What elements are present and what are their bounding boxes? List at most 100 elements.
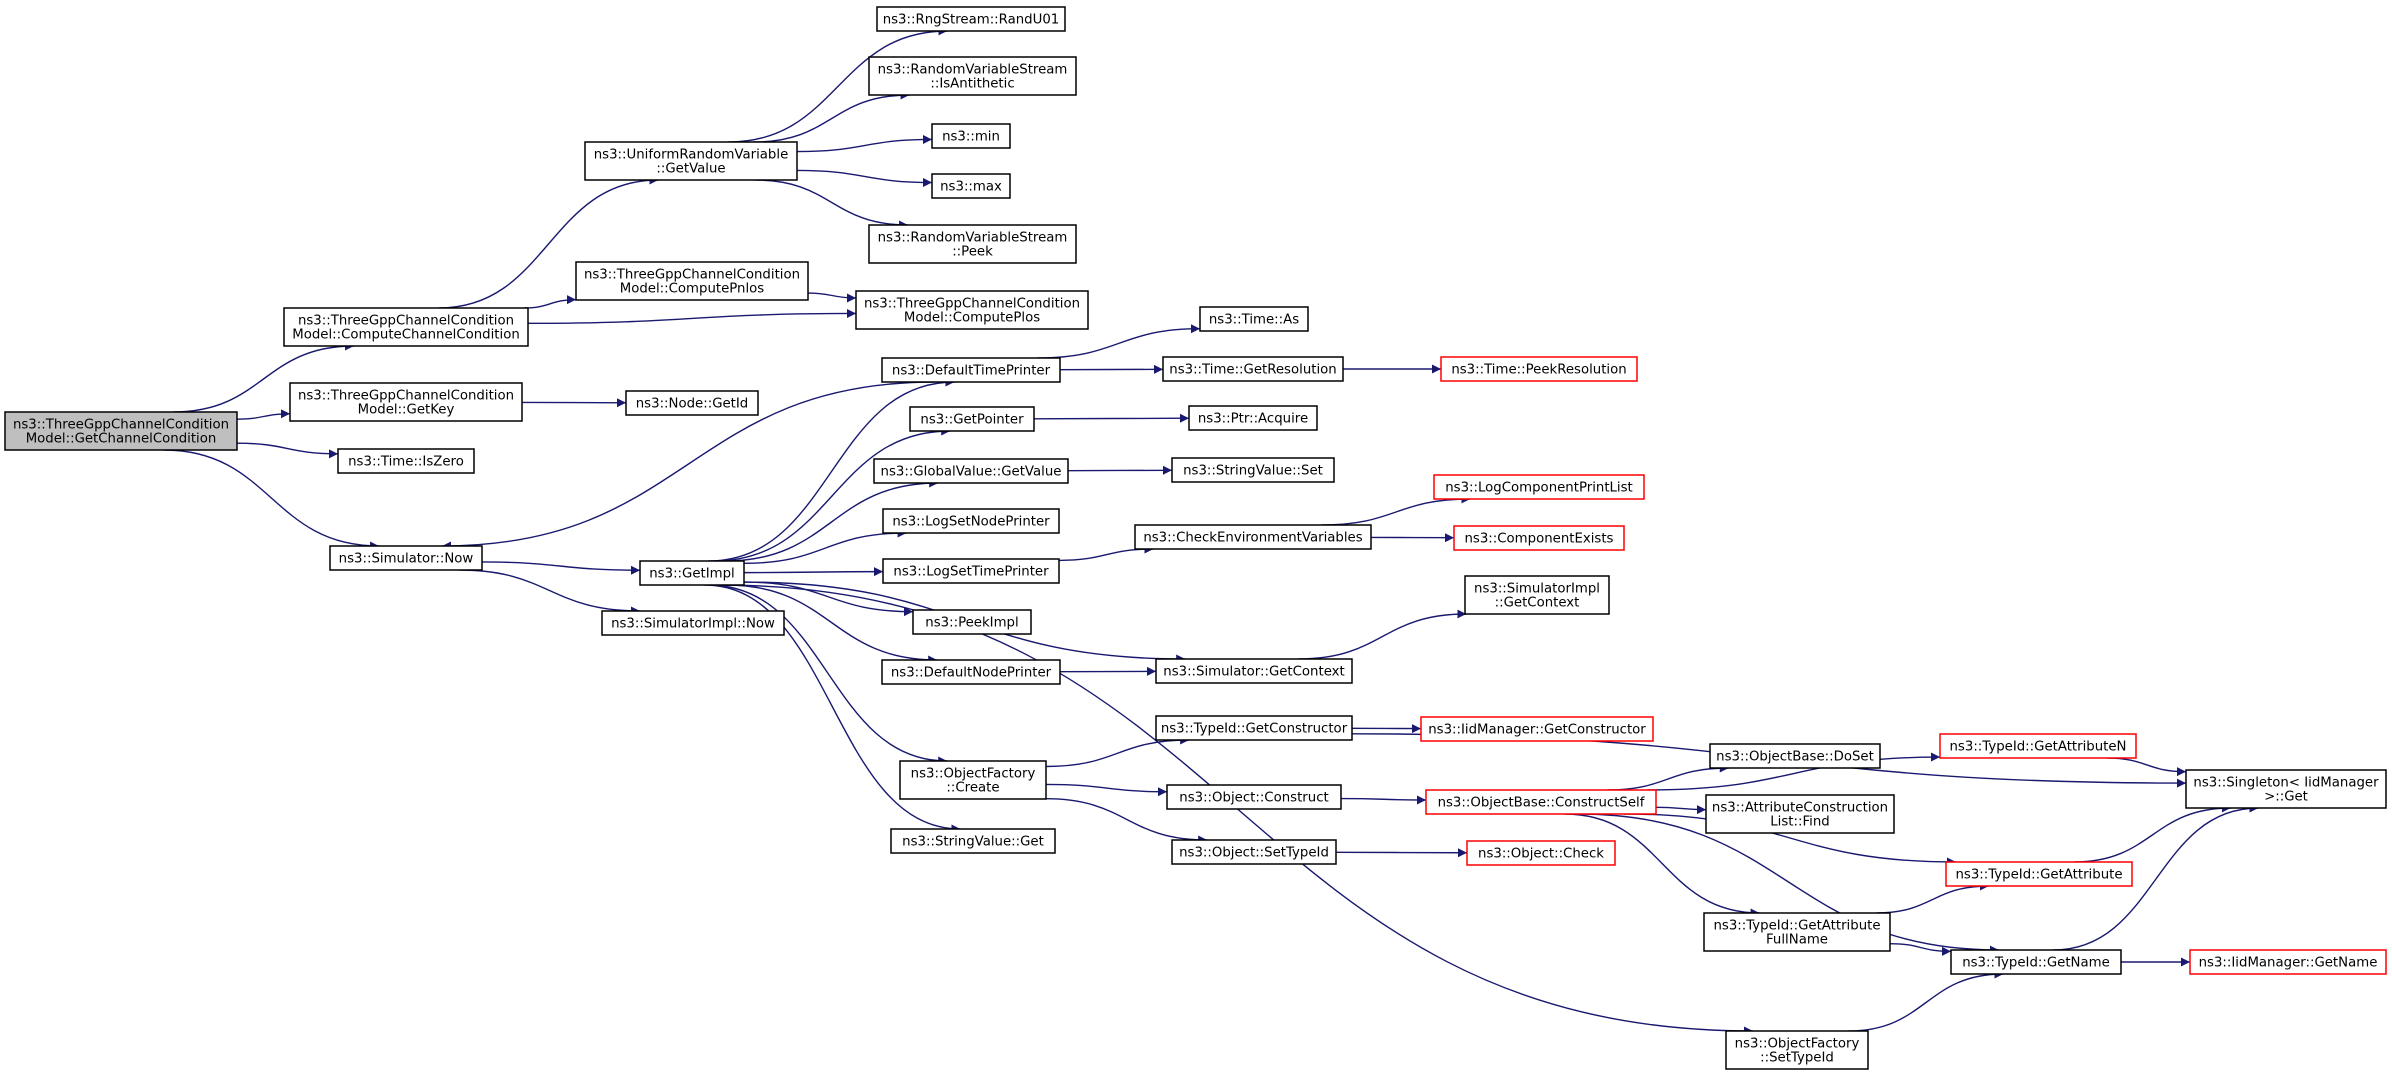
node-box [1939, 733, 2137, 759]
node-nodeGetId[interactable]: ns3::Node::GetId [625, 390, 759, 416]
node-computePlos[interactable]: ns3::ThreeGppChannelConditionModel::Comp… [855, 290, 1089, 330]
node-typeIdGetName[interactable]: ns3::TypeId::GetName [1950, 949, 2122, 975]
node-timePeekResolution[interactable]: ns3::Time::PeekResolution [1440, 356, 1638, 382]
node-box [2189, 949, 2387, 975]
node-label: ns3::ObjectFactory [911, 767, 1036, 782]
node-box [584, 141, 798, 181]
node-getPointer[interactable]: ns3::GetPointer [909, 406, 1035, 432]
node-typeIdGetConstructor[interactable]: ns3::TypeId::GetConstructor [1155, 715, 1353, 741]
node-simulatorNow[interactable]: ns3::Simulator::Now [329, 545, 483, 571]
node-iidGetName[interactable]: ns3::IidManager::GetName [2189, 949, 2387, 975]
node-label: ::SetTypeId [1760, 1051, 1834, 1066]
node-simGetContext[interactable]: ns3::Simulator::GetContext [1155, 658, 1353, 684]
node-box [882, 558, 1060, 584]
node-label: ns3::Time::GetResolution [1169, 363, 1336, 378]
node-checkEnvVars[interactable]: ns3::CheckEnvironmentVariables [1134, 524, 1372, 550]
node-label: ns3::StringValue::Get [902, 835, 1044, 850]
node-computePnlos[interactable]: ns3::ThreeGppChannelConditionModel::Comp… [575, 261, 809, 301]
node-componentExists[interactable]: ns3::ComponentExists [1453, 525, 1625, 551]
edge-constructSelf-to-getAttributeFullName [1564, 813, 1760, 918]
node-label: ns3::Time::PeekResolution [1451, 363, 1626, 378]
node-label: Model::ComputePlos [904, 311, 1040, 326]
node-label: ns3::Time::IsZero [348, 455, 464, 470]
node-label: ns3::Simulator::GetContext [1163, 665, 1344, 680]
node-computeChannelCondition[interactable]: ns3::ThreeGppChannelConditionModel::Comp… [283, 307, 529, 347]
node-globalGetValue[interactable]: ns3::GlobalValue::GetValue [873, 458, 1069, 484]
node-box [876, 6, 1066, 32]
node-logSetNodePrinter[interactable]: ns3::LogSetNodePrinter [882, 508, 1060, 534]
edge-objFactoryCreate-to-objectSetTypeId [1045, 798, 1208, 845]
node-simImplNow[interactable]: ns3::SimulatorImpl::Now [601, 610, 785, 636]
node-objectConstruct[interactable]: ns3::Object::Construct [1166, 784, 1342, 810]
node-uniformGetValue[interactable]: ns3::UniformRandomVariable::GetValue [584, 141, 798, 181]
node-label: ns3::Object::SetTypeId [1179, 846, 1329, 861]
node-timeGetResolution[interactable]: ns3::Time::GetResolution [1162, 356, 1344, 382]
node-box [1453, 525, 1625, 551]
node-label: FullName [1766, 933, 1828, 948]
edge-getImpl-to-getPointer [713, 426, 951, 562]
node-singletonGet[interactable]: ns3::Singleton< IidManager >::Get [2185, 769, 2387, 809]
node-getKey[interactable]: ns3::ThreeGppChannelConditionModel::GetK… [289, 382, 523, 422]
node-objectCheck[interactable]: ns3::Object::Check [1466, 840, 1616, 866]
node-label: ns3::ObjectBase::DoSet [1716, 750, 1874, 765]
edge-layer [163, 26, 2259, 1036]
node-label: ns3::LogSetNodePrinter [892, 515, 1050, 530]
edge-uniformGetValue-to-min [796, 134, 933, 153]
edge-constructSelf-to-typeIdGetName [1578, 813, 1999, 955]
node-box [890, 828, 1056, 854]
node-peekImpl[interactable]: ns3::PeekImpl [912, 609, 1032, 635]
node-box [283, 307, 529, 347]
node-label: ns3::TypeId::GetConstructor [1161, 722, 1348, 737]
node-box [1420, 716, 1654, 742]
node-getAttribute[interactable]: ns3::TypeId::GetAttribute [1945, 861, 2133, 887]
edge-getImpl-to-peekImpl [743, 581, 914, 617]
node-objectSetTypeId[interactable]: ns3::Object::SetTypeId [1171, 839, 1337, 865]
node-box [1466, 840, 1616, 866]
node-label: ns3::Ptr::Acquire [1198, 412, 1308, 427]
node-defaultTimePrinter[interactable]: ns3::DefaultTimePrinter [881, 357, 1061, 383]
node-defaultNodePrinter[interactable]: ns3::DefaultNodePrinter [881, 659, 1061, 685]
node-getImpl[interactable]: ns3::GetImpl [639, 560, 745, 586]
node-peek[interactable]: ns3::RandomVariableStream::Peek [868, 224, 1077, 264]
node-iidGetConstructor[interactable]: ns3::IidManager::GetConstructor [1420, 716, 1654, 742]
node-objFactorySetTypeId[interactable]: ns3::ObjectFactory::SetTypeId [1725, 1030, 1869, 1070]
node-box [881, 357, 1061, 383]
node-label: ns3::Object::Construct [1179, 791, 1328, 806]
edge-getImpl-to-defaultTimePrinter [708, 377, 955, 562]
node-box [1199, 306, 1309, 332]
node-getAttributeN[interactable]: ns3::TypeId::GetAttributeN [1939, 733, 2137, 759]
node-isAntithetic[interactable]: ns3::RandomVariableStream::IsAntithetic [868, 56, 1077, 96]
node-max[interactable]: ns3::max [931, 173, 1011, 199]
node-box [882, 508, 1060, 534]
node-logSetTimePrinter[interactable]: ns3::LogSetTimePrinter [882, 558, 1060, 584]
node-simImplGetContext[interactable]: ns3::SimulatorImpl::GetContext [1464, 575, 1610, 615]
node-label: ns3::IidManager::GetName [2199, 956, 2378, 971]
node-objFactoryCreate[interactable]: ns3::ObjectFactory::Create [899, 760, 1047, 800]
node-box [1709, 743, 1881, 769]
node-stringValueGet[interactable]: ns3::StringValue::Get [890, 828, 1056, 854]
node-box [868, 224, 1077, 264]
node-label: ns3::Time::As [1209, 313, 1299, 328]
node-label: ns3::LogSetTimePrinter [893, 565, 1049, 580]
node-box [1166, 784, 1342, 810]
node-root[interactable]: ns3::ThreeGppChannelConditionModel::GetC… [4, 411, 238, 451]
node-logComponentPrintList[interactable]: ns3::LogComponentPrintList [1433, 474, 1645, 500]
node-label: Model::GetChannelCondition [26, 432, 217, 447]
edge-constructSelf-to-getAttributeN [1647, 752, 1941, 791]
node-ptrAcquire[interactable]: ns3::Ptr::Acquire [1188, 405, 1318, 431]
node-doSet[interactable]: ns3::ObjectBase::DoSet [1709, 743, 1881, 769]
node-box [909, 406, 1035, 432]
node-box [855, 290, 1089, 330]
edge-uniformGetValue-to-peek [755, 179, 909, 230]
node-stringValueSet[interactable]: ns3::StringValue::Set [1171, 457, 1335, 483]
node-constructSelf[interactable]: ns3::ObjectBase::ConstructSelf [1425, 789, 1657, 815]
node-box [575, 261, 809, 301]
node-label: ::Create [946, 781, 999, 796]
node-randU01[interactable]: ns3::RngStream::RandU01 [876, 6, 1066, 32]
node-timeIsZero[interactable]: ns3::Time::IsZero [337, 448, 475, 474]
node-timeAs[interactable]: ns3::Time::As [1199, 306, 1309, 332]
node-min[interactable]: ns3::min [931, 123, 1011, 149]
